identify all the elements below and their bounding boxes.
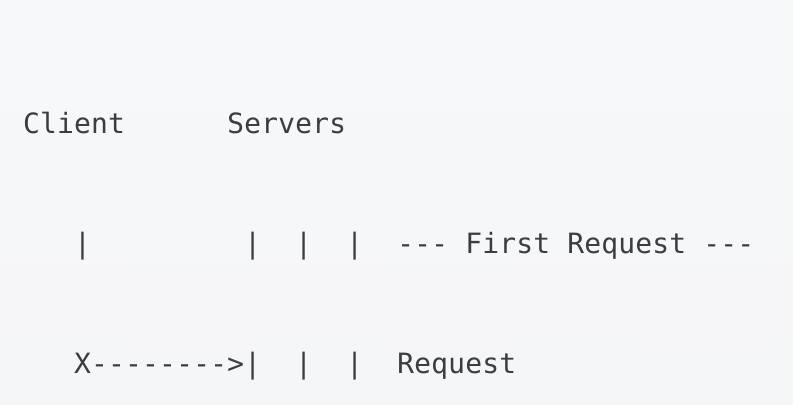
actors-header-line: Client Servers [23, 107, 347, 140]
paxos-sequence-diagram: Client Servers | | | | --- First Request… [23, 24, 754, 405]
message-line-request: X-------->| | | Request [23, 347, 517, 380]
section-header-line: | | | | --- First Request --- [23, 227, 755, 260]
